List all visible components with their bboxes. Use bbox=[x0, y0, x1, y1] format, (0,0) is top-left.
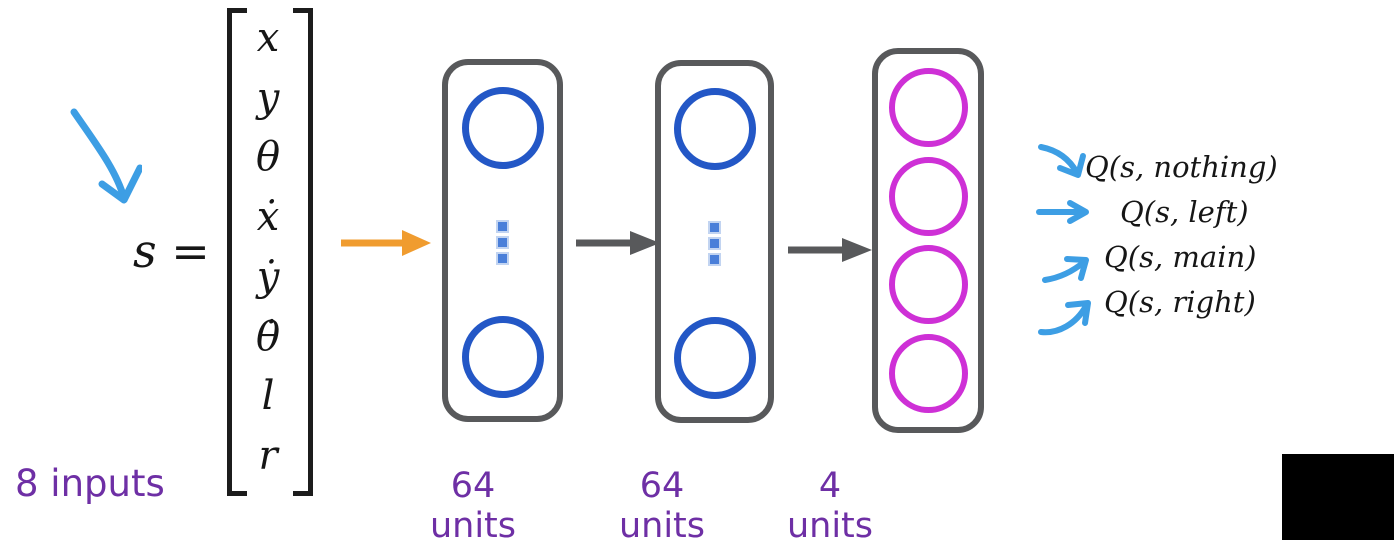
q-left-sketch-arrow-icon bbox=[1036, 200, 1089, 224]
neuron-icon bbox=[888, 245, 968, 325]
state-vector: x y θ ẋ ẏ θ̇ l r bbox=[240, 8, 296, 486]
q-output-label: Q(s, nothing) bbox=[1085, 150, 1278, 184]
neuron-icon bbox=[888, 68, 968, 147]
vector-symbol: θ̇ bbox=[255, 313, 281, 360]
state-pointer-sketch-arrow-icon bbox=[70, 108, 142, 204]
vector-left-bracket bbox=[227, 8, 247, 496]
q-output-label: Q(s, right) bbox=[1104, 285, 1256, 319]
ellipsis-icon bbox=[710, 223, 719, 264]
neuron-icon bbox=[673, 317, 756, 399]
q-output-label: Q(s, main) bbox=[1104, 240, 1257, 274]
hidden1-to-hidden2-arrow-icon bbox=[576, 231, 660, 255]
neuron-icon bbox=[888, 156, 968, 236]
vector-symbol: ẋ bbox=[256, 194, 280, 241]
neuron-icon bbox=[461, 316, 544, 398]
neuron-icon bbox=[888, 333, 968, 413]
output-units-label: 4 units bbox=[786, 466, 874, 540]
vector-symbol: l bbox=[261, 373, 275, 420]
vector-right-bracket bbox=[293, 8, 313, 496]
neuron-icon bbox=[673, 88, 756, 170]
hidden2-units-label: 64 units bbox=[618, 466, 706, 540]
neuron-icon bbox=[461, 87, 544, 169]
vector-symbol: ẏ bbox=[256, 253, 280, 300]
vector-symbol: r bbox=[258, 433, 278, 480]
output-layer bbox=[872, 48, 984, 433]
input-to-hidden1-arrow-icon bbox=[341, 230, 431, 256]
video-overlay-box bbox=[1282, 454, 1394, 540]
q-nothing-sketch-arrow-icon bbox=[1038, 144, 1086, 178]
hidden-layer-2 bbox=[655, 60, 774, 423]
q-output-label: Q(s, left) bbox=[1120, 195, 1249, 229]
input-count-label: 8 inputs bbox=[15, 462, 165, 505]
hidden-layer-1 bbox=[442, 59, 563, 422]
q-right-sketch-arrow-icon bbox=[1038, 300, 1091, 336]
ellipsis-icon bbox=[498, 222, 507, 263]
q-main-sketch-arrow-icon bbox=[1042, 256, 1089, 283]
hidden2-to-output-arrow-icon bbox=[788, 238, 872, 262]
vector-symbol: x bbox=[256, 14, 280, 61]
hidden1-units-label: 64 units bbox=[429, 466, 517, 540]
vector-symbol: y bbox=[256, 74, 280, 121]
vector-symbol: θ bbox=[255, 134, 281, 181]
state-equation-lhs: s = bbox=[133, 224, 210, 278]
